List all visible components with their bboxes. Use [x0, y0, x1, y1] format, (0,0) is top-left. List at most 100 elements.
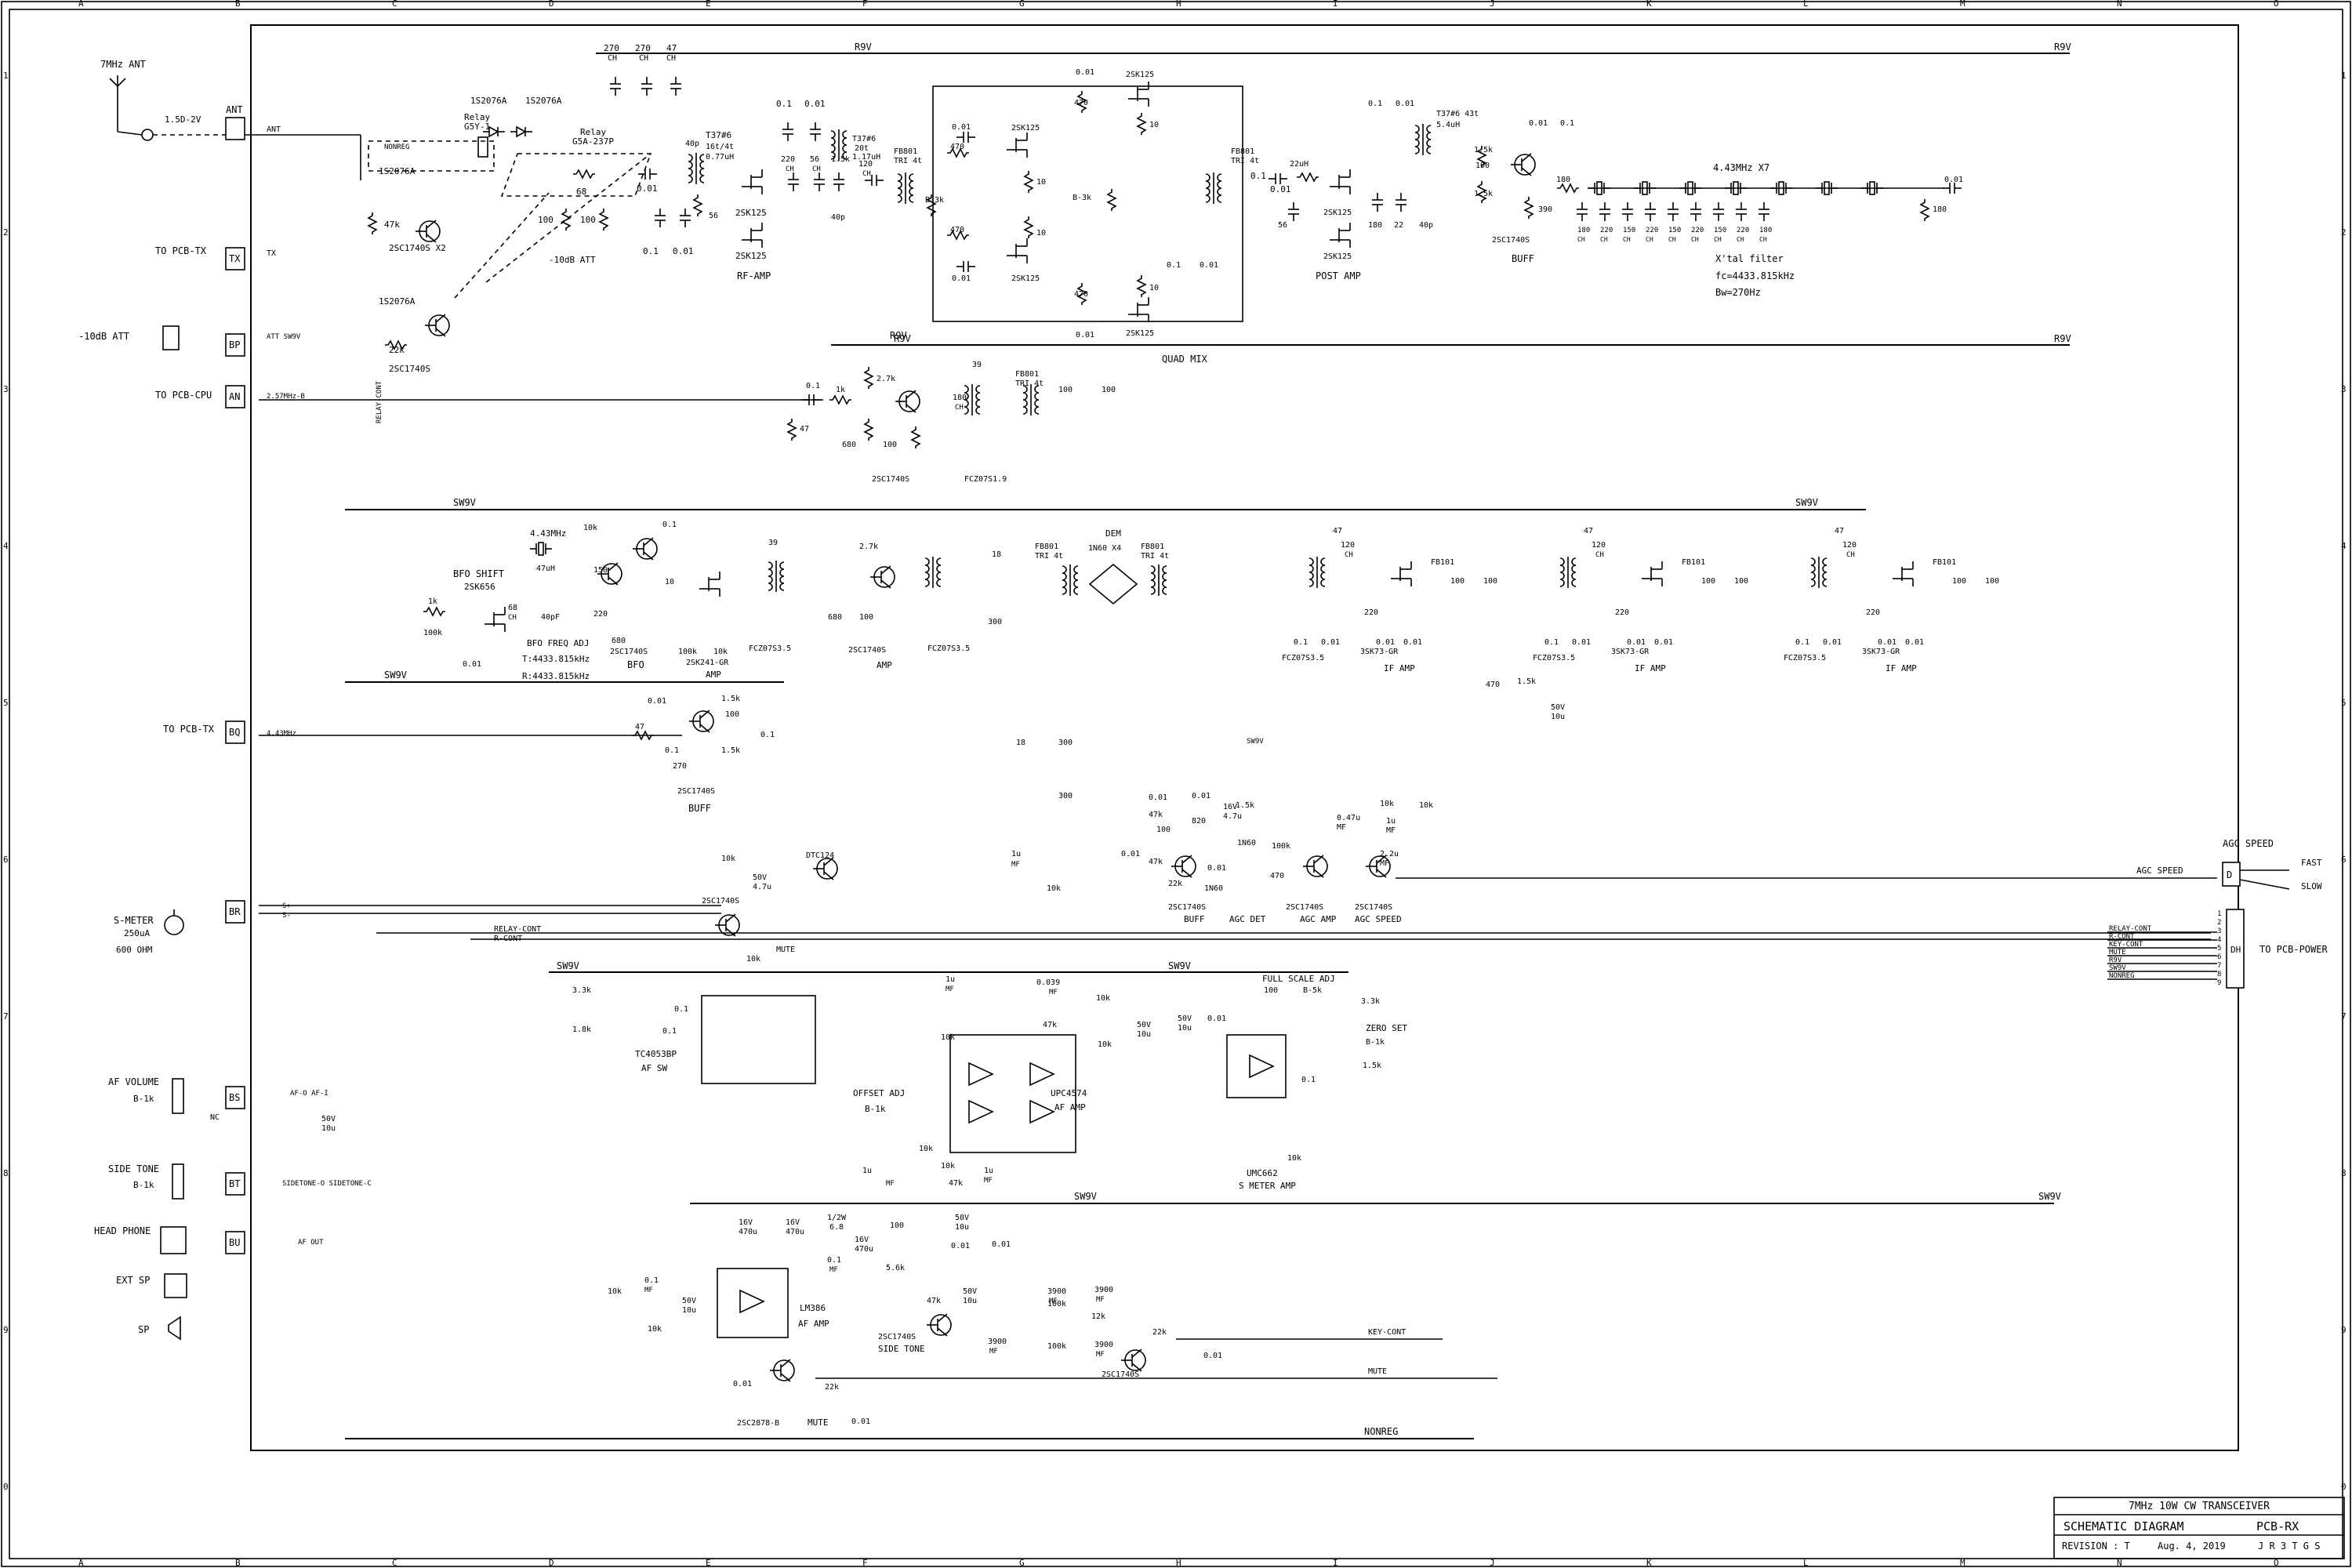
- grid-row-label: 4: [2341, 541, 2347, 551]
- svg-text:AF OUT: AF OUT: [298, 1239, 324, 1247]
- label: FCZ07S3.5: [1282, 654, 1324, 662]
- svg-text:2SK125: 2SK125: [1323, 209, 1352, 217]
- svg-text:MF: MF: [1096, 1351, 1105, 1359]
- svg-text:SIDE TONE: SIDE TONE: [108, 1163, 159, 1174]
- svg-text:SIDE TONE: SIDE TONE: [878, 1344, 925, 1354]
- svg-text:BUFF: BUFF: [688, 803, 711, 814]
- label: IF AMP: [1635, 663, 1666, 673]
- svg-text:TRI 4t: TRI 4t: [894, 157, 922, 165]
- grid-row-label: 3: [3, 384, 9, 394]
- svg-text:820: 820: [1192, 817, 1206, 826]
- svg-text:0.01: 0.01: [952, 274, 971, 283]
- grid-col-label: H: [1176, 0, 1181, 9]
- svg-text:0.01: 0.01: [648, 697, 666, 706]
- headphone-connector: HEAD PHONE EXT SP SP BU AF OUT: [94, 1225, 324, 1341]
- label: 220: [1646, 227, 1658, 234]
- grid-col-label: D: [549, 0, 554, 9]
- dh-pin-label: NONREG: [2109, 972, 2135, 980]
- svg-text:1S2076A: 1S2076A: [470, 96, 507, 106]
- svg-text:BUFF: BUFF: [1184, 914, 1205, 924]
- svg-text:16V: 16V: [1223, 803, 1237, 811]
- svg-text:RELAY-CONT: RELAY-CONT: [494, 925, 541, 934]
- svg-text:AMP: AMP: [877, 660, 892, 670]
- svg-text:DH: DH: [2230, 945, 2241, 955]
- svg-text:TRI 4t: TRI 4t: [1231, 157, 1259, 165]
- svg-text:S-: S-: [282, 912, 291, 920]
- svg-text:47k: 47k: [1149, 858, 1163, 866]
- svg-text:0.01: 0.01: [1076, 331, 1094, 339]
- af-section: DTC124 10k 50V 4.7u 2SC1740S MUTE 10k 3.…: [321, 851, 1407, 1191]
- svg-text:KEY-CONT: KEY-CONT: [1368, 1328, 1406, 1337]
- svg-text:50V: 50V: [963, 1287, 977, 1296]
- grid-col-label: M: [1960, 1558, 1965, 1568]
- svg-text:2SK125: 2SK125: [1323, 252, 1352, 261]
- svg-text:CH: CH: [862, 170, 871, 178]
- svg-text:470u: 470u: [739, 1228, 757, 1236]
- bfo-buffer: 47 0.01 0.1 270 1.5k 100 1.5k 0.1 2SC174…: [259, 695, 775, 814]
- svg-text:22k: 22k: [825, 1383, 839, 1392]
- label: 0.01: [1627, 638, 1646, 647]
- svg-text:270: 270: [635, 43, 651, 53]
- svg-text:40p: 40p: [831, 213, 845, 222]
- svg-text:39: 39: [768, 539, 778, 547]
- svg-text:FULL SCALE ADJ: FULL SCALE ADJ: [1262, 974, 1335, 984]
- svg-text:10k: 10k: [919, 1145, 933, 1153]
- grid-row-label: 3: [2341, 384, 2347, 394]
- svg-text:0.039: 0.039: [1036, 978, 1060, 987]
- svg-text:100k: 100k: [423, 629, 442, 637]
- svg-text:0.01: 0.01: [1270, 184, 1291, 194]
- svg-text:39: 39: [972, 361, 982, 369]
- svg-text:SW9V: SW9V: [1247, 738, 1264, 746]
- svg-text:270: 270: [604, 43, 619, 53]
- svg-text:NC: NC: [210, 1113, 220, 1122]
- svg-text:AGC SPEED: AGC SPEED: [1355, 914, 1402, 924]
- svg-text:0.01: 0.01: [673, 246, 694, 256]
- grid-col-label: F: [862, 1558, 868, 1568]
- dh-pin-number: 8: [2217, 971, 2221, 978]
- grid-row-label: 4: [3, 541, 9, 551]
- svg-text:Relay: Relay: [464, 112, 490, 122]
- grid-col-label: B: [235, 0, 241, 9]
- svg-text:470: 470: [1074, 99, 1088, 107]
- svg-text:10k: 10k: [941, 1162, 955, 1171]
- title-block: 7MHz 10W CW TRANSCEIVER SCHEMATIC DIAGRA…: [2053, 1497, 2345, 1559]
- capacitor: [1735, 201, 1748, 222]
- svg-text:0.01: 0.01: [1192, 792, 1210, 800]
- rail-label: R9V: [2054, 333, 2071, 344]
- grid-col-label: K: [1646, 0, 1652, 9]
- dh-pin-number: 5: [2217, 945, 2221, 953]
- svg-text:G5Y-1: G5Y-1: [464, 122, 490, 132]
- label: FB101: [1431, 558, 1454, 567]
- label: 100: [1734, 577, 1748, 586]
- svg-text:10k: 10k: [1096, 994, 1110, 1003]
- svg-text:0.01: 0.01: [804, 99, 826, 109]
- grid-col-label: O: [2274, 1558, 2279, 1568]
- svg-text:1k: 1k: [836, 386, 845, 394]
- grid-row-label: 1: [3, 71, 9, 81]
- grid-col-label: F: [862, 0, 868, 9]
- svg-text:TO PCB-TX: TO PCB-TX: [163, 724, 215, 735]
- svg-text:2SC1740S: 2SC1740S: [878, 1333, 916, 1341]
- rf-front-end: Relay G5Y-1 1S2076A 1S2076A NONREG 1S207…: [245, 43, 884, 374]
- svg-text:2SC1740S: 2SC1740S: [702, 897, 739, 906]
- svg-text:0.1: 0.1: [674, 1005, 688, 1014]
- label: 220: [1737, 227, 1749, 234]
- xtal-filter: 4.43MHz X7 X'tal filter fc=4433.815kHz B…: [1556, 162, 1963, 298]
- svg-text:600 OHM: 600 OHM: [116, 945, 153, 955]
- svg-text:2SC1740S: 2SC1740S: [389, 364, 430, 374]
- svg-text:10k: 10k: [721, 855, 735, 863]
- svg-text:1/2W: 1/2W: [827, 1214, 847, 1222]
- rail-label: SW9V: [557, 960, 579, 971]
- audio-output: 16V 470u 16V 470u 1/2W 6.8 16V 470u 0.1 …: [608, 1214, 1222, 1428]
- svg-text:UPC4574: UPC4574: [1051, 1088, 1087, 1098]
- grid-col-label: E: [706, 1558, 711, 1568]
- label: 220: [1364, 608, 1378, 617]
- cpu-connector: TO PCB-CPU AN 2.57MHz-B: [155, 385, 305, 408]
- svg-text:3.3k: 3.3k: [572, 986, 591, 995]
- svg-text:2SC1740S: 2SC1740S: [872, 475, 909, 484]
- capacitor: [1758, 201, 1770, 222]
- svg-text:1N60: 1N60: [1204, 884, 1223, 893]
- svg-text:3900: 3900: [1047, 1287, 1066, 1296]
- svg-text:TO PCB-CPU: TO PCB-CPU: [155, 390, 212, 401]
